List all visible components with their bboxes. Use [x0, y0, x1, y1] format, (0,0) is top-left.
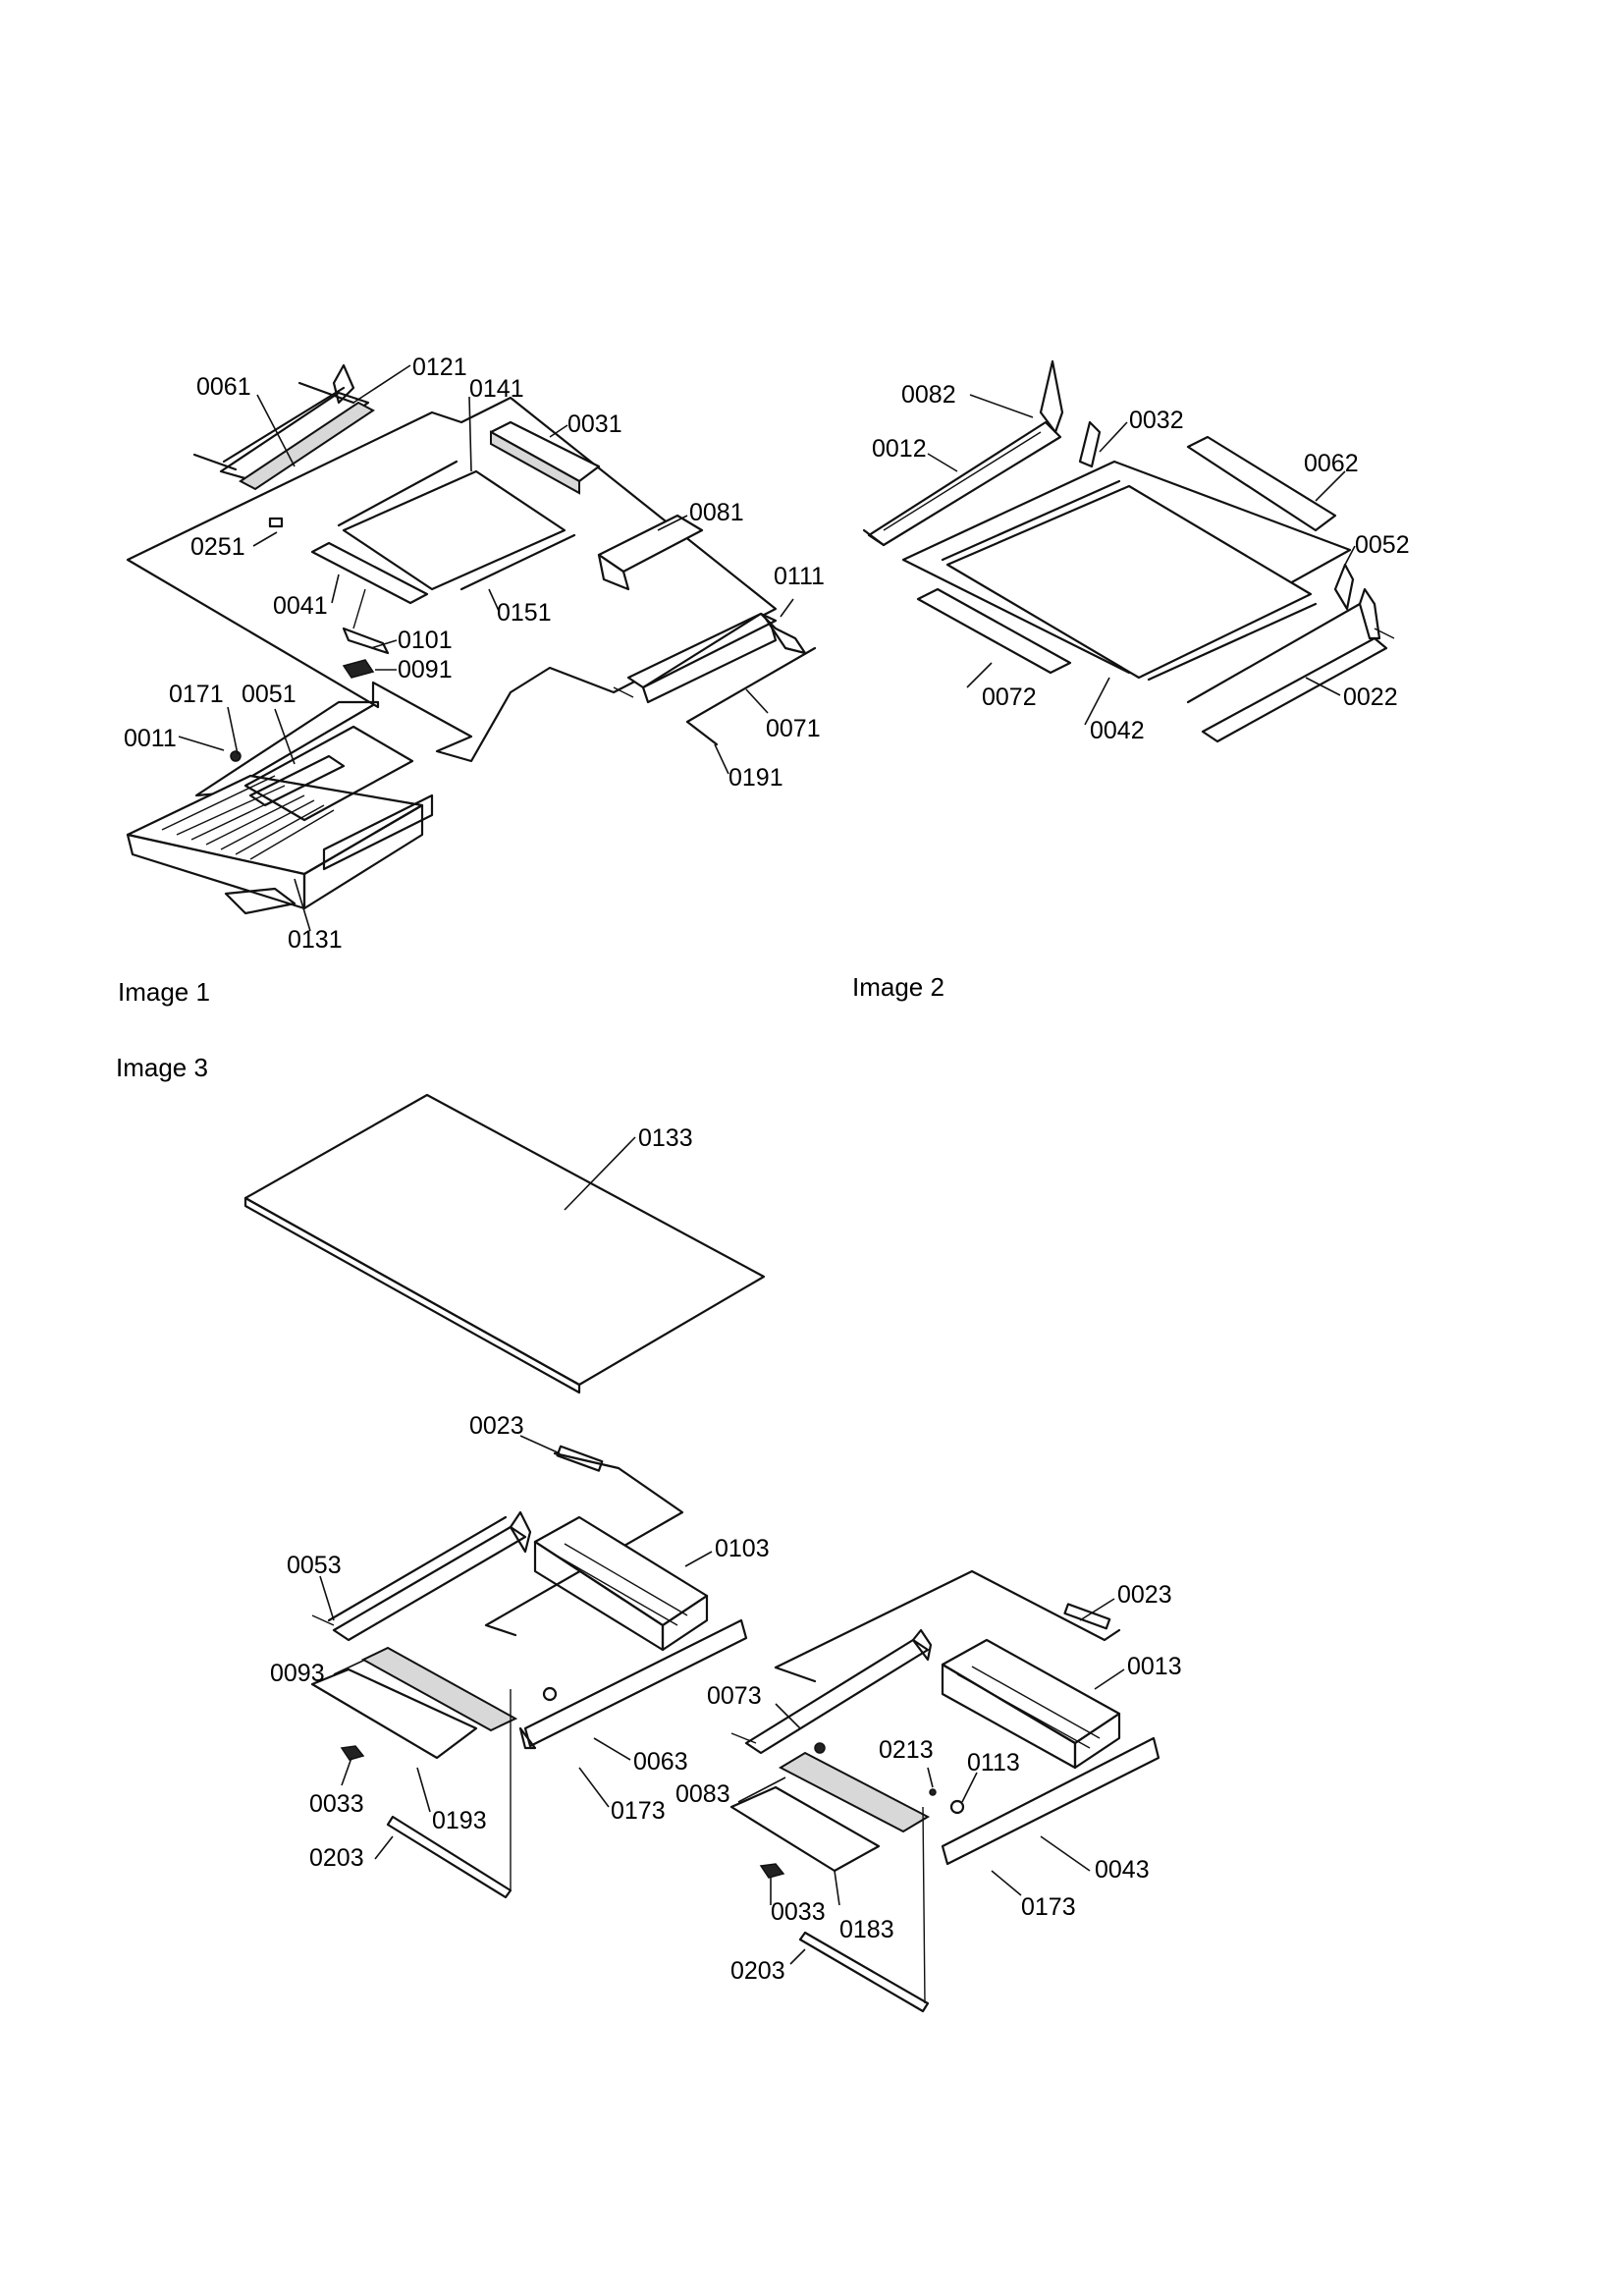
callout-0171: 0171 — [169, 681, 224, 708]
callout-0033-right: 0033 — [771, 1898, 826, 1926]
image2-rod-0072 — [916, 587, 1072, 675]
callout-0061: 0061 — [196, 373, 251, 401]
image2-bar-0062 — [1186, 435, 1337, 532]
image1-caption: Image 1 — [118, 977, 210, 1007]
image1-bracket-0081 — [597, 514, 704, 574]
callout-0012: 0012 — [872, 435, 927, 463]
callout-0022: 0022 — [1343, 683, 1398, 711]
callout-0193: 0193 — [432, 1807, 487, 1834]
image1-screw-0011 — [230, 750, 242, 762]
callout-0101: 0101 — [398, 627, 453, 654]
image1-rail-0121 — [239, 401, 375, 491]
image3-caption: Image 3 — [116, 1053, 208, 1082]
callout-0073: 0073 — [707, 1682, 762, 1710]
callout-0043: 0043 — [1095, 1856, 1150, 1884]
callout-0082: 0082 — [901, 381, 956, 409]
callout-0013: 0013 — [1127, 1653, 1182, 1680]
image3-right-subassembly — [729, 1569, 1160, 2013]
callout-0071: 0071 — [766, 715, 821, 742]
image3-left-rail — [332, 1525, 527, 1642]
image3-part-0093 — [360, 1646, 518, 1732]
callout-0191: 0191 — [728, 764, 783, 792]
callout-0033-left: 0033 — [309, 1790, 364, 1818]
callout-0072: 0072 — [982, 683, 1037, 711]
image1-right-rail-end — [764, 617, 807, 655]
callout-0041: 0041 — [273, 592, 328, 620]
callout-0173-left: 0173 — [611, 1797, 666, 1825]
image1-left-rail — [219, 391, 370, 483]
image3-left-subassembly — [310, 1435, 748, 1899]
callout-0183: 0183 — [839, 1916, 894, 1943]
callout-0052: 0052 — [1355, 531, 1410, 559]
image3-clip-0033-left — [340, 1745, 365, 1761]
image3-callout-labels: 0133 0023 0103 0053 0093 0063 0033 0193 … — [270, 1124, 1182, 1985]
callout-0023-left: 0023 — [469, 1412, 524, 1440]
image3-wire-left — [484, 1451, 684, 1637]
image2-caption: Image 2 — [852, 972, 944, 1002]
image3-screw-0113 — [949, 1799, 965, 1815]
image1-shelf-outline — [126, 396, 778, 797]
image3-right-rail — [744, 1638, 930, 1755]
image3-plate-0193 — [310, 1667, 478, 1760]
image1-trim-top — [337, 460, 458, 527]
callout-0203-left: 0203 — [309, 1844, 364, 1872]
image3-strip-0203-right — [798, 1931, 930, 2013]
image2-callout-labels: 0082 0032 0012 0062 0052 0072 0042 0022 — [872, 381, 1410, 744]
callout-0141: 0141 — [469, 375, 524, 403]
callout-0151: 0151 — [497, 599, 552, 627]
callout-0103: 0103 — [715, 1535, 770, 1562]
callout-0173-right: 0173 — [1021, 1893, 1076, 1921]
image1-part-0251 — [268, 517, 284, 528]
image1-callout-labels: 0061 0121 0141 0031 0081 0251 0041 0151 … — [124, 354, 825, 954]
callout-0031: 0031 — [567, 410, 622, 438]
callout-0251: 0251 — [190, 533, 245, 561]
callout-0131: 0131 — [288, 926, 343, 954]
image2-glass-panel — [945, 484, 1313, 680]
image1-glass-panel — [342, 469, 566, 591]
image3-wire-right — [774, 1569, 1121, 1669]
callout-0133: 0133 — [638, 1124, 693, 1152]
image3-screw-left — [542, 1686, 558, 1702]
image1-rod-0041 — [310, 541, 429, 605]
callout-0113: 0113 — [967, 1749, 1020, 1777]
callout-0203-right: 0203 — [730, 1957, 785, 1985]
image1-assembly: 0061 0121 0141 0031 0081 0251 0041 0151 … — [124, 354, 825, 954]
image1-clip-0091 — [342, 659, 375, 679]
callout-0081: 0081 — [689, 499, 744, 526]
image3-screw-0213 — [929, 1788, 937, 1796]
image3-channel-0013 — [941, 1638, 1121, 1745]
image3-side-0043 — [941, 1736, 1160, 1866]
callout-0053: 0053 — [287, 1552, 342, 1579]
callout-0063: 0063 — [633, 1748, 688, 1776]
image2-assembly: 0082 0032 0012 0062 0052 0072 0042 0022 — [862, 359, 1410, 744]
image3-part-0083 — [778, 1751, 931, 1833]
callout-0091: 0091 — [398, 656, 453, 683]
callout-0011: 0011 — [124, 725, 177, 752]
image1-clip-0101 — [342, 627, 390, 655]
image3-channel-0103 — [533, 1515, 709, 1627]
image3-assembly: 0133 0023 0103 0053 0093 0063 0033 0193 … — [243, 1093, 1182, 2013]
callout-0032: 0032 — [1129, 407, 1184, 434]
callout-0093: 0093 — [270, 1660, 325, 1687]
callout-0062: 0062 — [1304, 450, 1359, 477]
image2-right-rail — [1201, 636, 1388, 743]
image1-crisper-drawer — [126, 725, 434, 915]
image2-shelf-outline — [901, 460, 1352, 675]
image3-clip-0033-right — [759, 1863, 785, 1879]
callout-0042: 0042 — [1090, 717, 1145, 744]
image1-trim-0151 — [459, 533, 576, 591]
image3-plate-0183 — [729, 1785, 881, 1873]
callout-0213: 0213 — [879, 1736, 934, 1764]
callout-0023-right: 0023 — [1117, 1581, 1172, 1609]
callout-0051: 0051 — [242, 681, 297, 708]
callout-0121: 0121 — [412, 354, 467, 381]
callout-0111: 0111 — [774, 563, 825, 590]
callout-0083: 0083 — [675, 1780, 730, 1808]
